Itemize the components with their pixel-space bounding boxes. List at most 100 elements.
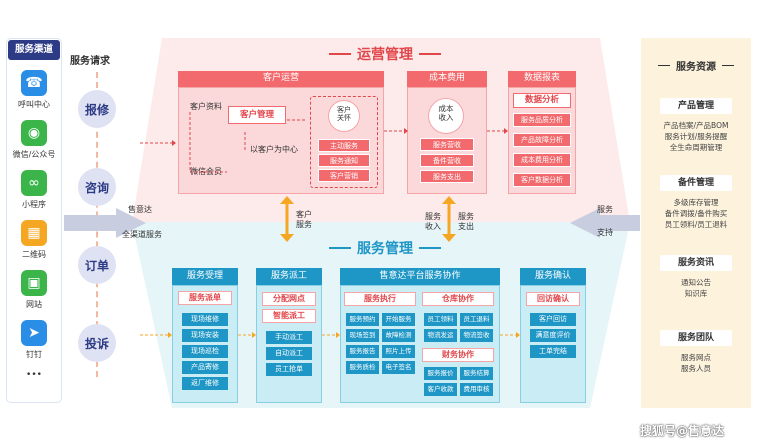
warehouse-button[interactable]: 物流发运 — [424, 329, 457, 342]
service-expense-label: 服务 支出 — [458, 212, 474, 231]
care-button[interactable]: 客户营销 — [318, 169, 370, 182]
report-button[interactable]: 服务品质分析 — [513, 113, 571, 127]
channel-label: 呼叫中心 — [18, 100, 50, 109]
confirm-button[interactable]: 客户回访 — [530, 313, 576, 326]
accept-tag: 服务派单 — [178, 291, 232, 305]
accept-button[interactable]: 现场巡检 — [182, 345, 228, 358]
exec-button[interactable]: 故障检测 — [382, 329, 415, 342]
left-arrow — [64, 208, 146, 238]
resource-item: 服务计划/服务提醒 — [664, 132, 728, 141]
care-button[interactable]: 服务通知 — [318, 154, 370, 167]
wechat-icon[interactable]: ◉ — [21, 120, 47, 146]
accept-button[interactable]: 现场安装 — [182, 329, 228, 342]
confirm-tag: 回访确认 — [526, 292, 580, 306]
warehouse-tag: 仓库协作 — [422, 292, 494, 306]
zone-shape — [132, 38, 630, 408]
exec-button[interactable]: 开始服务 — [382, 313, 415, 326]
request-item[interactable]: 订单 — [78, 246, 116, 284]
platform-header: 售意达平台服务协作 — [340, 268, 500, 285]
exec-tag: 服务执行 — [344, 292, 416, 306]
care-button[interactable]: 主动服务 — [318, 139, 370, 152]
channels-more: ••• — [26, 370, 42, 380]
channel-label: 微信/公众号 — [12, 150, 56, 159]
watermark: 搜狐号@售意达 — [640, 424, 725, 438]
resource-item: 知识库 — [684, 289, 708, 298]
request-item[interactable]: 咨询 — [78, 168, 116, 206]
service-requests-title: 服务请求 — [70, 56, 110, 67]
cost-button[interactable]: 备件营收 — [420, 154, 474, 167]
care-box — [310, 96, 378, 188]
resource-item: 员工领料/员工退料 — [664, 220, 728, 229]
report-button[interactable]: 客户数据分析 — [513, 173, 571, 187]
channel-label: 网站 — [26, 300, 42, 309]
resource-group-title: 备件管理 — [660, 175, 732, 191]
customer-center-label: 以客户为中心 — [250, 145, 298, 154]
dispatch-header: 服务派工 — [256, 268, 322, 285]
mini-program-icon[interactable]: ∞ — [21, 170, 47, 196]
customer-data-label: 客户资料 — [190, 102, 222, 111]
phone-icon[interactable]: ☎ — [21, 70, 47, 96]
left-arrow-label2: 全渠道服务 — [122, 230, 162, 239]
finance-tag: 财务协作 — [422, 348, 494, 362]
service-title: 服务管理 — [315, 238, 455, 258]
request-item[interactable]: 投诉 — [78, 324, 116, 362]
resource-group-title: 产品管理 — [660, 98, 732, 114]
channel-label: 二维码 — [22, 250, 46, 259]
dispatch-button[interactable]: 自动派工 — [266, 347, 312, 360]
warehouse-button[interactable]: 员工退料 — [460, 313, 493, 326]
exec-button[interactable]: 电子签名 — [382, 361, 415, 374]
confirm-button[interactable]: 满意度评价 — [530, 329, 576, 342]
finance-button[interactable]: 费用审核 — [460, 383, 493, 396]
care-label: 客户 关怀 — [337, 106, 351, 123]
cost-button[interactable]: 服务营收 — [420, 138, 474, 151]
resource-item: 产品档案/产品BOM — [663, 121, 729, 130]
resource-item: 备件调拨/备件购买 — [664, 209, 728, 218]
resource-item: 多级库存管理 — [673, 198, 719, 207]
operations-title: 运营管理 — [320, 44, 450, 64]
customer-flow-lines — [189, 112, 307, 173]
request-item[interactable]: 报修 — [78, 90, 116, 128]
confirm-header: 服务确认 — [520, 268, 586, 285]
resource-group-title: 服务资讯 — [660, 255, 732, 271]
exec-button[interactable]: 现场签到 — [346, 329, 379, 342]
warehouse-button[interactable]: 物流签收 — [460, 329, 493, 342]
dispatch-button[interactable]: 手动派工 — [266, 331, 312, 344]
ops-left-connector — [140, 140, 176, 146]
customer-service-arrow — [280, 196, 294, 242]
exec-button[interactable]: 服务预约 — [346, 313, 379, 326]
cost-button[interactable]: 服务支出 — [420, 170, 474, 183]
resources-title: 服务资源 — [641, 58, 751, 73]
channel-label: 小程序 — [22, 200, 46, 209]
report-button[interactable]: 成本费用分析 — [513, 153, 571, 167]
care-circle — [328, 100, 360, 132]
qrcode-icon[interactable]: ▦ — [21, 220, 47, 246]
warehouse-button[interactable]: 员工领料 — [424, 313, 457, 326]
reports-header: 数据报表 — [508, 71, 576, 87]
right-arrow-label2: 支持 — [597, 228, 613, 237]
website-icon[interactable]: ▣ — [21, 270, 47, 296]
resource-item: 全生命周期管理 — [669, 143, 723, 152]
service-income-label: 服务 收入 — [425, 212, 441, 231]
finance-button[interactable]: 服务报价 — [424, 367, 457, 380]
resource-item: 服务人员 — [681, 364, 711, 373]
service-connectors — [140, 332, 520, 338]
report-button[interactable]: 产品故障分析 — [513, 133, 571, 147]
dispatch-tag: 分配网点 — [262, 292, 316, 306]
resource-group-title: 服务团队 — [660, 330, 732, 346]
accept-button[interactable]: 产品寄修 — [182, 361, 228, 374]
dingtalk-icon[interactable]: ➤ — [21, 320, 47, 346]
exec-button[interactable]: 服务质检 — [346, 361, 379, 374]
exec-button[interactable]: 照片上传 — [382, 345, 415, 358]
accept-button[interactable]: 返厂维修 — [182, 377, 228, 390]
cost-header: 成本费用 — [407, 71, 487, 87]
left-arrow-label1: 售意达 — [128, 205, 152, 214]
right-arrow-label1: 服务 — [597, 205, 613, 214]
accept-header: 服务受理 — [172, 268, 238, 285]
resource-item: 通知公告 — [681, 278, 711, 287]
confirm-button[interactable]: 工单完结 — [530, 345, 576, 358]
exec-button[interactable]: 服务报告 — [346, 345, 379, 358]
finance-button[interactable]: 客户收款 — [424, 383, 457, 396]
finance-button[interactable]: 服务结算 — [460, 367, 493, 380]
accept-button[interactable]: 现场维修 — [182, 313, 228, 326]
dispatch-button[interactable]: 员工抢单 — [266, 363, 312, 376]
